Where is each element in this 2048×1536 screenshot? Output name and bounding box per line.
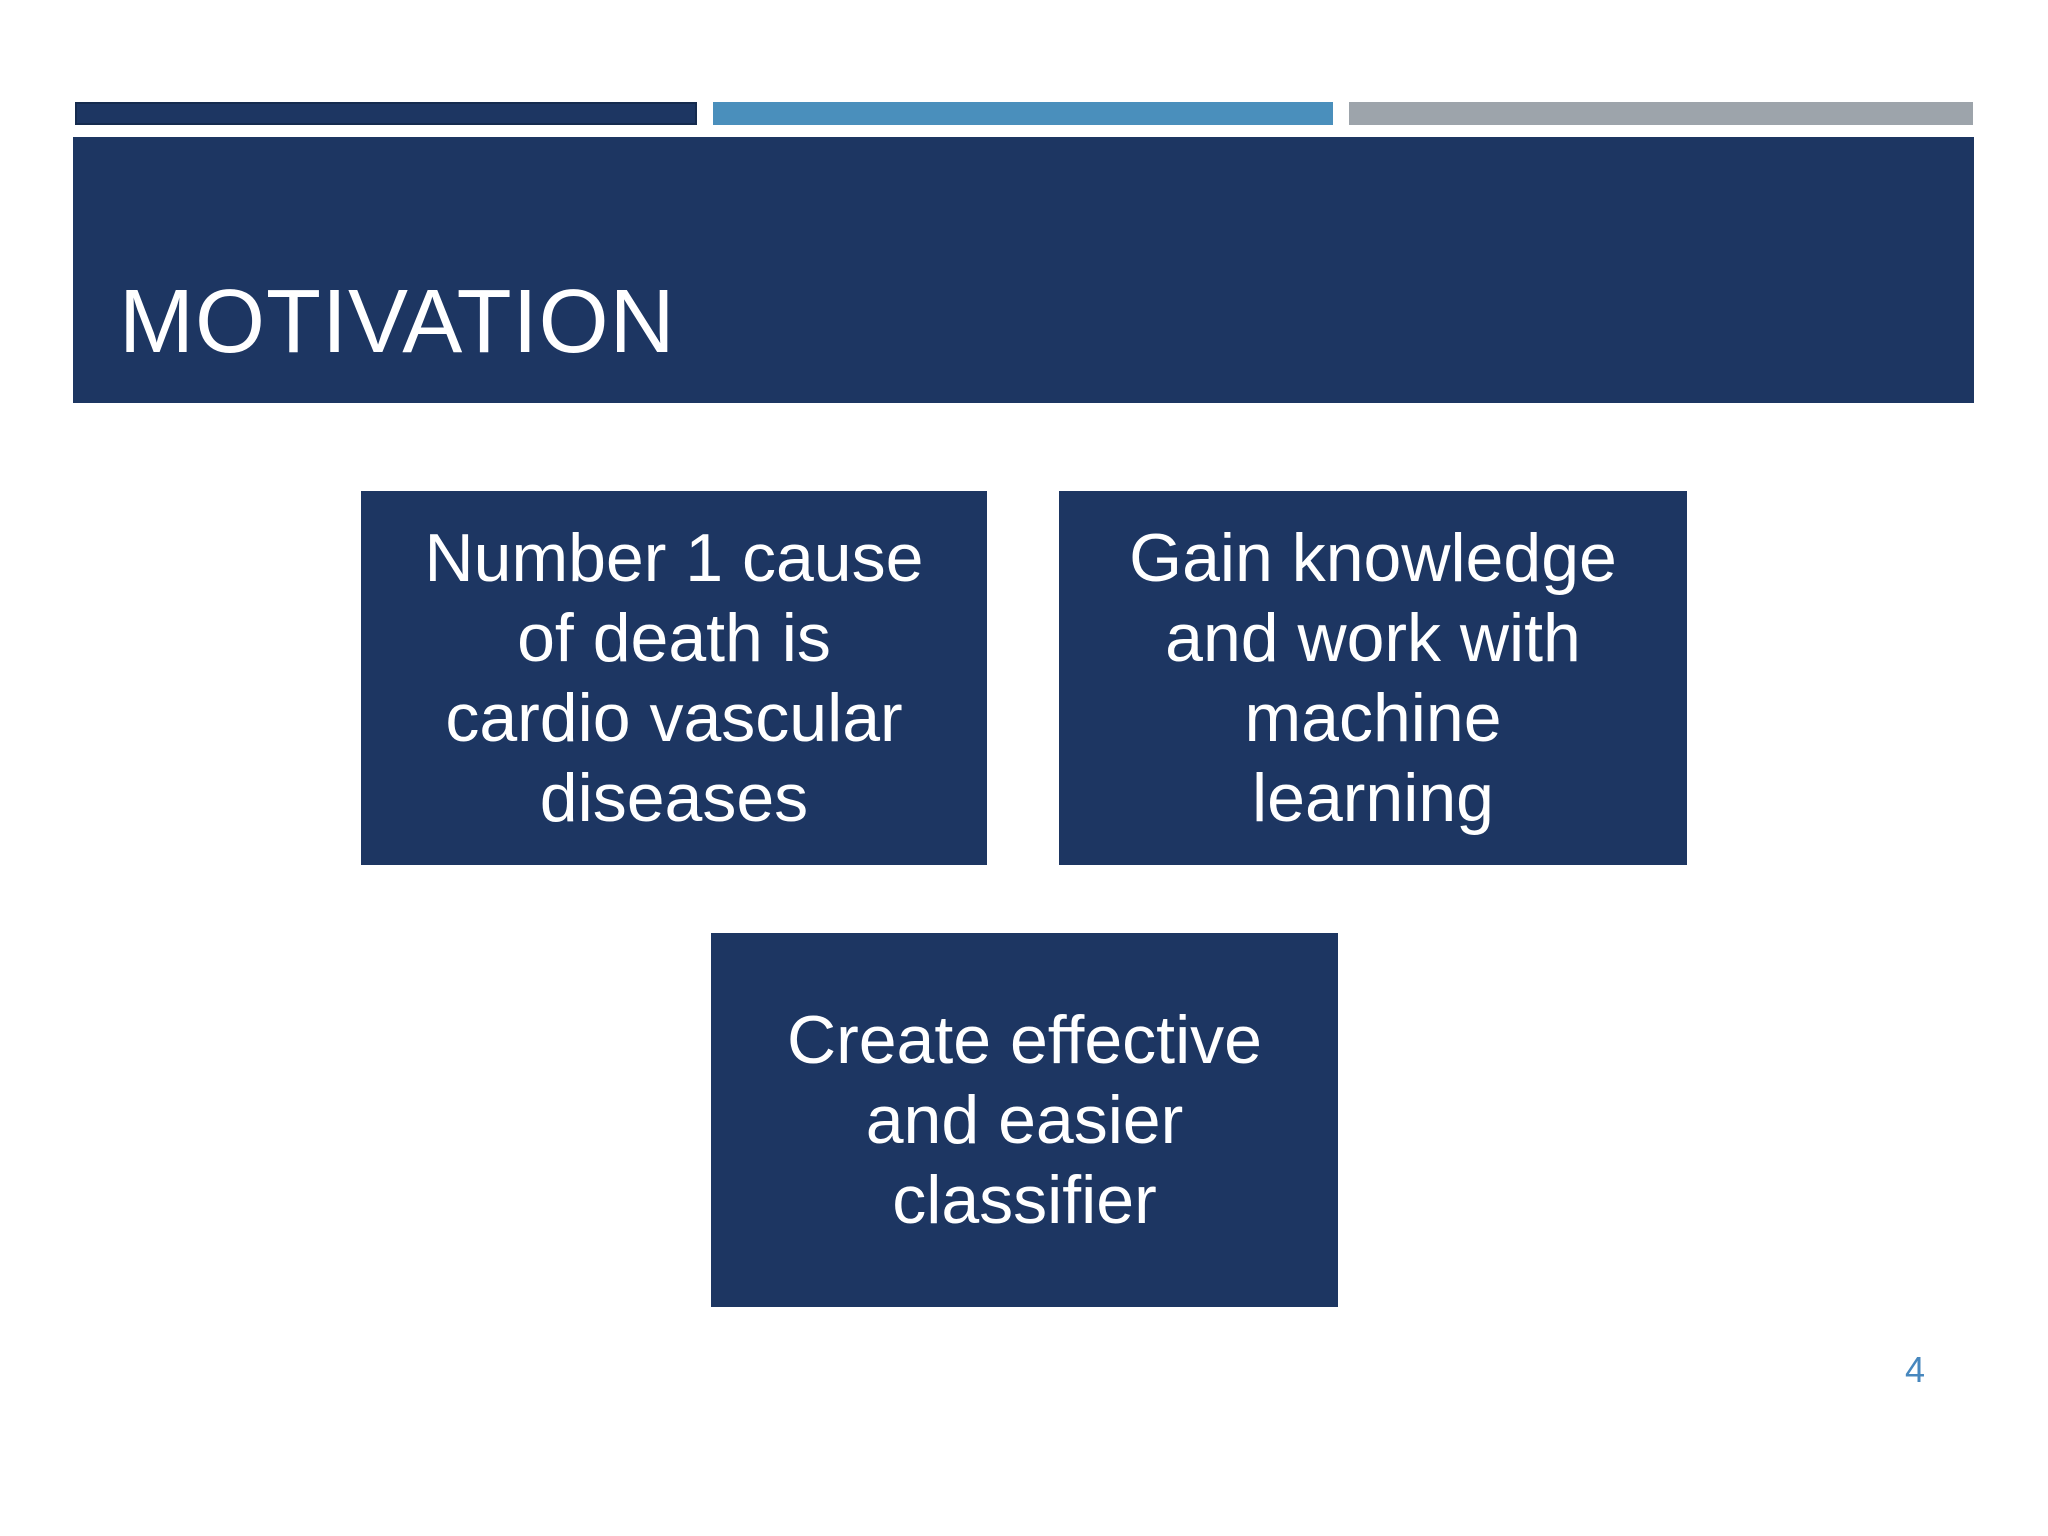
title-banner: MOTIVATION	[73, 137, 1974, 403]
box-gain-knowledge: Gain knowledge and work with machine lea…	[1059, 491, 1687, 865]
accent-bar-navy	[75, 102, 697, 125]
accent-bar-gray	[1349, 102, 1973, 125]
box-create-classifier: Create effective and easier classifier	[711, 933, 1338, 1307]
slide-title: MOTIVATION	[119, 272, 676, 372]
box-text-line: classifier	[892, 1162, 1157, 1238]
page-number: 4	[1905, 1349, 1926, 1390]
box-text-line: diseases	[539, 760, 809, 836]
box-cause-of-death: Number 1 cause of death is cardio vascul…	[361, 491, 987, 865]
box-text-line: learning	[1252, 760, 1494, 836]
box-text-line: and easier	[865, 1082, 1184, 1158]
box-text-line: Gain knowledge	[1129, 520, 1617, 596]
box-text-line: Number 1 cause	[424, 520, 924, 596]
box-text-line: and work with	[1165, 600, 1581, 676]
box-text-line: Create effective	[786, 1002, 1262, 1078]
box-text-line: cardio vascular	[445, 680, 903, 756]
box-text-line: of death is	[517, 600, 831, 676]
accent-bar-light-blue	[713, 102, 1333, 125]
box-text-line: machine	[1244, 680, 1502, 756]
